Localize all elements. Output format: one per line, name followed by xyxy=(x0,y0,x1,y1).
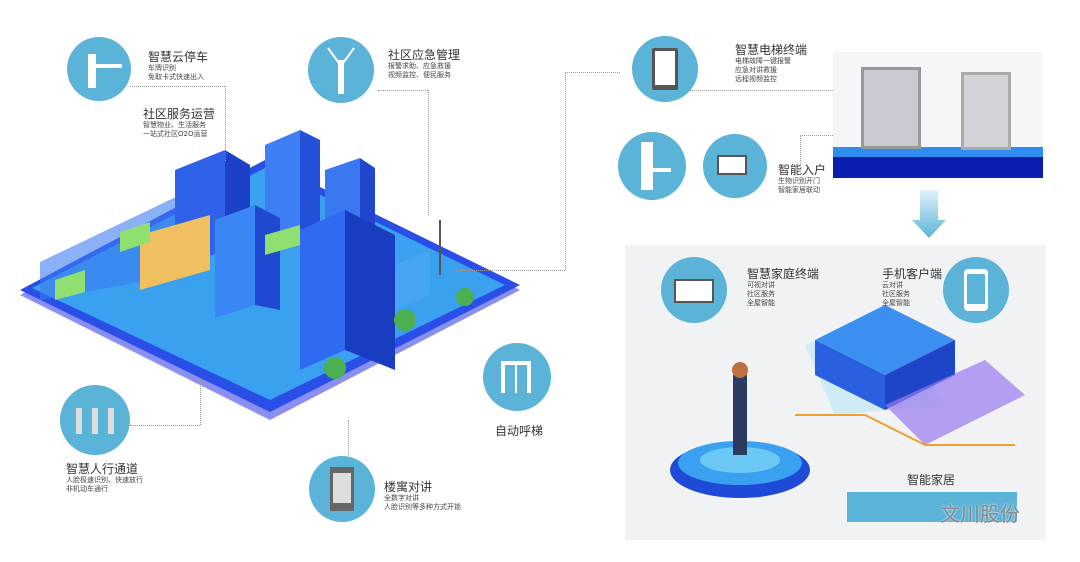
smart-home-panel: 智慧家庭终端可视对讲社区服务全屋智能 手机客户端云对讲社区服务全屋智能 智能家居 xyxy=(625,245,1046,540)
intercom-panel-icon xyxy=(309,456,375,522)
pedestrian-label: 智慧人行通道人脸极速识别、快速放行非机动车通行 xyxy=(66,462,143,493)
leader-line xyxy=(565,72,620,73)
intercom-label: 楼寓对讲全数字对讲人脸识别等多种方式开锁 xyxy=(384,480,461,511)
leader-line xyxy=(200,380,201,425)
smart-community-city-illustration xyxy=(20,130,520,420)
tablet-terminal-icon xyxy=(632,36,698,102)
leader-line xyxy=(565,72,566,270)
parking-barrier-icon xyxy=(67,37,131,101)
elevator-door xyxy=(861,67,921,149)
elevator-icon xyxy=(483,343,551,411)
leader-line xyxy=(378,90,428,91)
home-terminal-label: 智慧家庭终端可视对讲社区服务全屋智能 xyxy=(747,267,820,307)
leader-line xyxy=(800,135,835,136)
home-terminal-icon xyxy=(661,257,727,323)
smart-home-illustration xyxy=(670,305,1025,498)
auto-elevator-label: 自动呼梯 xyxy=(495,424,544,438)
leader-line xyxy=(348,420,349,460)
leader-line xyxy=(690,90,835,91)
elevator-scene xyxy=(833,52,1043,178)
emergency-label: 社区应急管理报警求助、应急救援视频监控、便民服务 xyxy=(388,48,461,79)
leader-line xyxy=(428,90,429,215)
entry-label: 智能入户生物识别开门智能家居联动 xyxy=(778,163,827,194)
leader-line xyxy=(130,425,200,426)
monitor-icon xyxy=(703,134,767,198)
leader-line xyxy=(225,86,226,161)
smart-home-label: 智能家居 xyxy=(907,473,956,487)
operation-label: 社区服务运营智慧物业、生活服务一站式社区O2O运营 xyxy=(143,107,216,138)
leader-line xyxy=(455,270,565,271)
smart-lock-icon xyxy=(618,132,686,200)
down-arrow-icon xyxy=(912,190,946,238)
parking-label: 智慧云停车车牌识别免取卡式快速出入 xyxy=(148,50,209,81)
mobile-label: 手机客户端云对讲社区服务全屋智能 xyxy=(882,267,943,307)
watermark: 文川股份 xyxy=(940,502,1020,526)
elevator-terminal-label: 智慧电梯终端电梯故障一键报警应急对讲救援远程视频监控 xyxy=(735,43,808,83)
apartment-door xyxy=(961,72,1011,150)
leader-line xyxy=(130,86,225,87)
pedestrian-gate-icon xyxy=(60,385,130,455)
leader-line xyxy=(800,135,801,165)
emergency-pole-icon xyxy=(308,37,374,103)
mobile-phone-icon xyxy=(943,257,1009,323)
smart-home-device-bar xyxy=(847,492,1017,522)
